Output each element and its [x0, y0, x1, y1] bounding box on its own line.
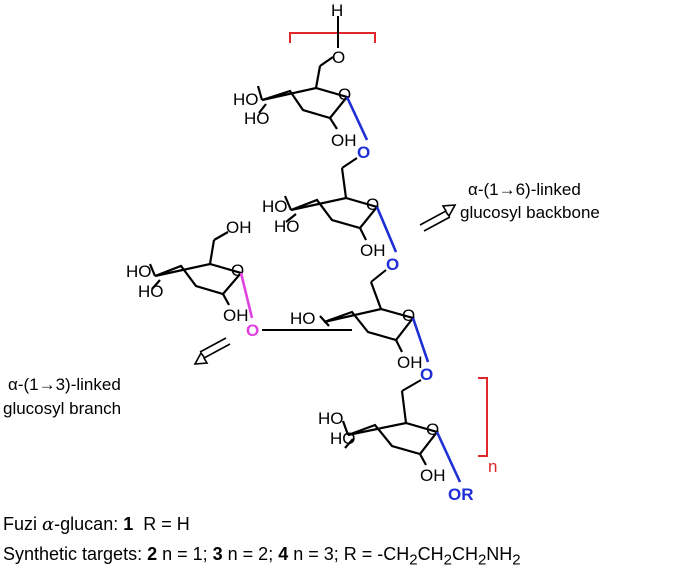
branch-annotation-line2: glucosyl branch — [3, 399, 121, 418]
top-h-label: H — [331, 1, 343, 20]
backbone-arrow-icon — [419, 204, 457, 232]
ring2-ho-lower: HO — [274, 217, 300, 236]
repeat-bracket — [478, 377, 488, 457]
ring1-alpha6-link — [345, 96, 369, 141]
link-oxygen-1: O — [357, 143, 370, 162]
branch-arrow-icon — [193, 337, 231, 365]
ring2-ho-upper: HO — [262, 197, 288, 216]
ring2-oh: OH — [360, 241, 386, 260]
ring3-ring-oxygen: O — [402, 306, 415, 325]
ring4-oh: OH — [420, 466, 446, 485]
backbone-annotation-line1: α-(1→6)-linked — [468, 180, 581, 199]
ring4-ho-upper: HO — [318, 409, 344, 428]
ring4-ho-lower: HO — [330, 429, 356, 448]
glucose-ring-4 — [341, 390, 439, 466]
ring3-ho: HO — [290, 309, 316, 328]
link-oxygen-2: O — [386, 255, 399, 274]
repeat-count-n: n — [488, 457, 497, 476]
glucose-ring-branch — [148, 231, 243, 306]
ring4-ring-oxygen: O — [426, 420, 439, 439]
glucose-ring-1 — [256, 56, 349, 130]
ring1-ho-lower: HO — [244, 109, 270, 128]
branch-oh-top: OH — [226, 218, 252, 237]
backbone-annotation-line2: glucosyl backbone — [460, 203, 600, 222]
branch-annotation-line1: α-(1→3)-linked — [8, 375, 121, 394]
ring1-oh: OH — [331, 131, 357, 150]
link3-to-ring4 — [401, 379, 422, 392]
ring3-oh: OH — [397, 353, 423, 372]
ring3-alpha6-link — [411, 317, 430, 363]
ring1-ho-upper: HO — [233, 90, 259, 109]
ring2-alpha6-link — [375, 206, 398, 253]
top-bracket — [289, 32, 376, 43]
glucose-ring-3 — [319, 281, 415, 353]
link-oxygen-3: O — [420, 365, 433, 384]
link2-to-ring3 — [370, 269, 387, 283]
link1-to-ring2 — [341, 157, 358, 169]
branch-ho-lower: HO — [138, 282, 164, 301]
ring4-alpha-link — [435, 431, 462, 483]
branch-alpha3-link — [239, 272, 254, 319]
legend-synthetic-targets: Synthetic targets: 2 n = 1; 3 n = 2; 4 n… — [3, 544, 521, 569]
branch-ho-upper: HO — [126, 262, 152, 281]
branch-oh: OH — [223, 306, 249, 325]
ring1-top-oxygen: O — [332, 48, 345, 67]
glucose-ring-2 — [283, 167, 379, 241]
legend-fuzi: Fuzi α-glucan: 1 R = H — [3, 514, 190, 535]
or-group: OR — [448, 485, 474, 504]
ring2-ring-oxygen: O — [366, 195, 379, 214]
link-oxygen-branch: O — [246, 321, 259, 340]
